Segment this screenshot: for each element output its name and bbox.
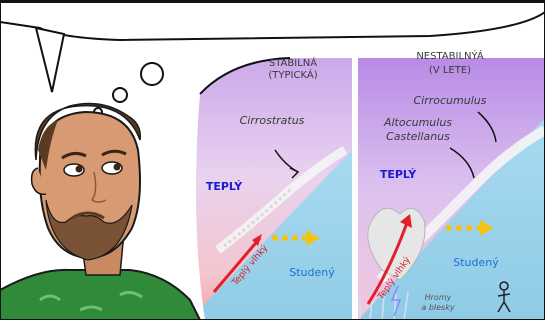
stable-front-diagram: STABILNÁ (TYPICKÁ) Cirrostratus TEPLÝ St… [180, 50, 360, 320]
cold-air-label: Studený [289, 266, 335, 279]
altocumulus-label-1: Altocumulus [383, 116, 452, 129]
stable-heading-1: STABILNÁ [269, 56, 317, 69]
unstable-front-diagram: NESTABILNÝÁ (V LETE) Cirrocumulus Altocu… [358, 49, 545, 320]
unstable-heading-1: NESTABILNÝÁ [416, 49, 484, 62]
cold-air-label-right: Studený [453, 256, 499, 269]
storm-label-2: a blesky [421, 303, 454, 312]
unstable-heading-2: (V LETE) [429, 65, 471, 76]
person-illustration [0, 104, 200, 320]
warm-air-label: TEPLÝ [206, 180, 243, 193]
stable-heading-2: (TYPICKÁ) [268, 68, 317, 81]
altocumulus-label-2: Castellanus [386, 130, 450, 143]
storm-label-1: Hromy [425, 293, 452, 302]
cirrostratus-label: Cirrostratus [240, 114, 305, 127]
speech-balloon [0, 0, 545, 40]
cirrocumulus-label: Cirrocumulus [414, 94, 487, 107]
warm-air-label-right: TEPLÝ [380, 168, 417, 181]
